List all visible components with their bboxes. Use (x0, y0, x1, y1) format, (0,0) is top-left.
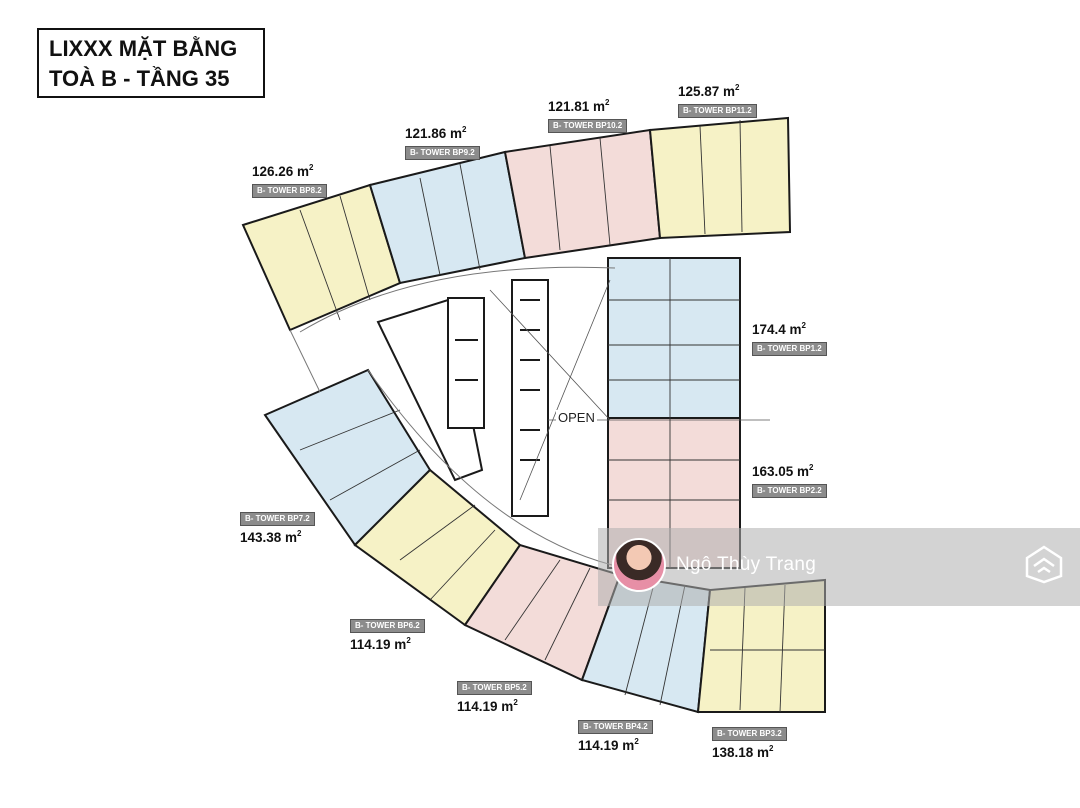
unit-label-bp7-2: B- TOWER BP7.2 143.38 m2 (240, 508, 315, 546)
title-main: MẶT BẰNG (118, 36, 238, 61)
unit-bp9-2 (368, 150, 527, 285)
title-prefix: LIXXX (49, 36, 113, 61)
unit-label-bp10-2: 121.81 m2 B- TOWER BP10.2 (548, 95, 628, 133)
unit-label-bp5-2: B- TOWER BP5.2 114.19 m2 (457, 677, 532, 715)
building-core (376, 279, 549, 517)
unit-label-bp9-2: 121.86 m2 B- TOWER BP9.2 (405, 122, 480, 160)
title-line-2: TOÀ B - TẦNG 35 (49, 66, 230, 91)
unit-label-bp1-2: 174.4 m2 B- TOWER BP1.2 (752, 318, 827, 356)
unit-label-bp2-2: 163.05 m2 B- TOWER BP2.2 (752, 460, 827, 498)
unit-label-bp8-2: 126.26 m2 B- TOWER BP8.2 (252, 160, 327, 198)
watermark-name: Ngô Thùy Trang (676, 554, 817, 575)
watermark-banner (598, 528, 1080, 606)
room-divisions (299, 119, 825, 713)
unit-label-bp11-2: 125.87 m2 B- TOWER BP11.2 (678, 80, 757, 118)
open-label: OPEN (556, 410, 597, 425)
unit-bp11-2 (648, 116, 792, 240)
watermark-avatar (612, 538, 666, 592)
corridor (289, 266, 616, 566)
title-line-1: LIXXX MẶT BẰNG (49, 34, 263, 64)
unit-bp1-2 (607, 257, 741, 419)
title-box: LIXXX MẶT BẰNG TOÀ B - TẦNG 35 (37, 28, 265, 98)
house-logo-icon (1025, 545, 1063, 584)
unit-label-bp6-2: B- TOWER BP6.2 114.19 m2 (350, 615, 425, 653)
unit-label-bp4-2: B- TOWER BP4.2 114.19 m2 (578, 716, 653, 754)
unit-label-bp3-2: B- TOWER BP3.2 138.18 m2 (712, 723, 787, 761)
unit-bp10-2 (503, 128, 662, 260)
